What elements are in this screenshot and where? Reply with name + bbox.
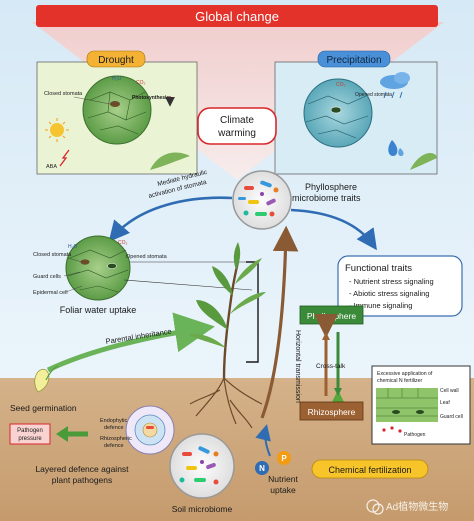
photosynthesis-label: Photosynthesis <box>132 95 169 101</box>
precip-co2-label: CO₂ <box>336 82 346 88</box>
phosphorus-icon <box>277 451 291 465</box>
seed-germination: Seed germination <box>10 365 77 413</box>
closed-stoma-icon <box>110 101 120 107</box>
plant-illustration <box>188 242 266 429</box>
functional-item-2: - Abiotic stress signaling <box>349 289 429 298</box>
drought-h2o-label: H₂O <box>112 76 122 82</box>
foliar-water-uptake-label: Foliar water uptake <box>60 305 137 315</box>
watermark: Ad植物微生物 <box>366 499 448 515</box>
pathogen-pressure-line2: pressure <box>18 436 42 442</box>
phosphorus-symbol: P <box>281 454 287 463</box>
water-drop-icon <box>388 140 404 156</box>
pathogen-pressure-box: Pathogen pressure <box>9 423 51 445</box>
parental-inheritance-arrow <box>46 312 215 373</box>
chemical-fertilization-tag: Chemical fertilization <box>311 459 429 479</box>
nutrient-line2: uptake <box>270 485 296 495</box>
fert-pathogen-label: Pathogen <box>404 432 426 438</box>
pathogen-pressure-line1: Pathogen <box>17 428 43 434</box>
drought-tag: Drought <box>98 55 134 66</box>
foliar-co2-label: CO₂ <box>118 240 128 246</box>
nutrient-uptake: N P Nutrient uptake <box>255 424 299 495</box>
fert-title-line1: Excessive application of <box>377 371 433 377</box>
sun-icon <box>45 118 69 142</box>
drought-co2-label: CO₂ <box>136 80 146 86</box>
climate-line2: warming <box>217 128 256 139</box>
layered-defence-line2: plant pathogens <box>52 475 113 485</box>
rhizospheric-line1: Rhizospheric <box>100 436 132 442</box>
epidermal-cell-label: Epidermal cell <box>33 290 68 296</box>
nitrogen-symbol: N <box>259 464 265 473</box>
foliar-open-stoma-icon <box>107 263 117 269</box>
drought-closed-stomata-label: Closed stomata <box>44 91 83 97</box>
open-stoma-icon <box>330 106 342 114</box>
mediate-arrow <box>108 196 233 242</box>
fertilizer-panel: Excessive application of chemical N fert… <box>371 365 471 445</box>
phyllosphere-microbiome: Phyllosphere microbiome traits <box>232 170 361 230</box>
layered-defence-line1: Layered defence against <box>35 464 129 474</box>
climate-warming-box: Climate warming <box>197 107 277 145</box>
aba-label: ABA <box>46 164 57 170</box>
phyllosphere-box-label: Phyllosphere <box>307 311 356 321</box>
foliar-leaf-panel: H₂O CO₂ Closed stomata Opened stomata Gu… <box>33 235 253 315</box>
crosstalk-label: Cross-talk <box>316 363 346 370</box>
drought-leaf-icon <box>150 152 190 170</box>
functional-item-3: - Immune signaling <box>349 301 412 310</box>
endophytic-line2: defence <box>104 425 124 431</box>
horizontal-transmission-arrow <box>260 225 299 419</box>
rhizospheric-line2: defence <box>104 443 124 449</box>
cloud-rain-icon <box>380 72 410 99</box>
guard-cell-label: Guard cell <box>440 414 463 420</box>
page-title: Global change <box>195 9 279 24</box>
precipitation-panel: Precipitation CO₂ Opened stomata <box>274 50 438 175</box>
phyllosphere-box: Phyllosphere <box>299 305 364 325</box>
nutrient-line1: Nutrient <box>268 474 298 484</box>
foliar-closed-stoma-icon <box>80 259 90 265</box>
functional-traits-title: Functional traits <box>345 263 412 274</box>
phyllosphere-label-line1: Phyllosphere <box>305 182 357 192</box>
watermark-text: Ad植物微生物 <box>386 500 448 513</box>
horizontal-transmission-label: Horizontal transmission <box>294 330 301 403</box>
functional-arrow <box>290 208 377 251</box>
title-bar <box>36 5 438 27</box>
seed-defence-circle: Endophytic defence Rhizospheric defence <box>100 405 175 455</box>
foliar-h2o-label: H₂O <box>68 244 78 250</box>
endophytic-line1: Endophytic <box>100 418 127 424</box>
cell-wall-label: Cell wall <box>440 388 459 394</box>
precip-opened-stomata-label: Opened stomata <box>355 92 392 98</box>
soil-microbiome: Soil microbiome <box>169 433 235 514</box>
wechat-icon <box>366 499 380 513</box>
seed-icon <box>34 368 50 393</box>
nitrogen-icon <box>255 461 269 475</box>
crosstalk-arrows <box>314 314 350 414</box>
plant-bracket <box>246 261 259 363</box>
foliar-opened-stomata-label: Opened stomata <box>126 254 168 260</box>
microbe-icons <box>238 180 279 217</box>
precip-leaf-icon <box>410 153 437 170</box>
drought-panel: Drought Closed stomata H₂O CO₂ Photosynt… <box>36 50 198 175</box>
soil-microbe-icons <box>179 446 219 485</box>
functional-item-1: - Nutrient stress signaling <box>349 277 434 286</box>
chemical-fertilization-label: Chemical fertilization <box>328 465 411 475</box>
functional-traits-box: Functional traits - Nutrient stress sign… <box>337 255 463 317</box>
foliar-closed-stomata-label: Closed stomata <box>33 252 72 258</box>
fert-leaf-label: Leaf <box>440 400 450 406</box>
phyllosphere-label-line2: microbiome traits <box>292 193 361 203</box>
lightning-icon <box>59 149 70 167</box>
rhizosphere-box-label: Rhizosphere <box>308 407 356 417</box>
rhizosphere-box: Rhizosphere <box>299 401 364 421</box>
soil-microbiome-label: Soil microbiome <box>172 504 233 514</box>
seed-germination-label: Seed germination <box>10 403 77 413</box>
precipitation-tag: Precipitation <box>326 55 381 66</box>
fert-title-line2: chemical N fertilizer <box>377 378 423 384</box>
guard-cells-label: Guard cells <box>33 274 61 280</box>
climate-line1: Climate <box>220 115 254 126</box>
